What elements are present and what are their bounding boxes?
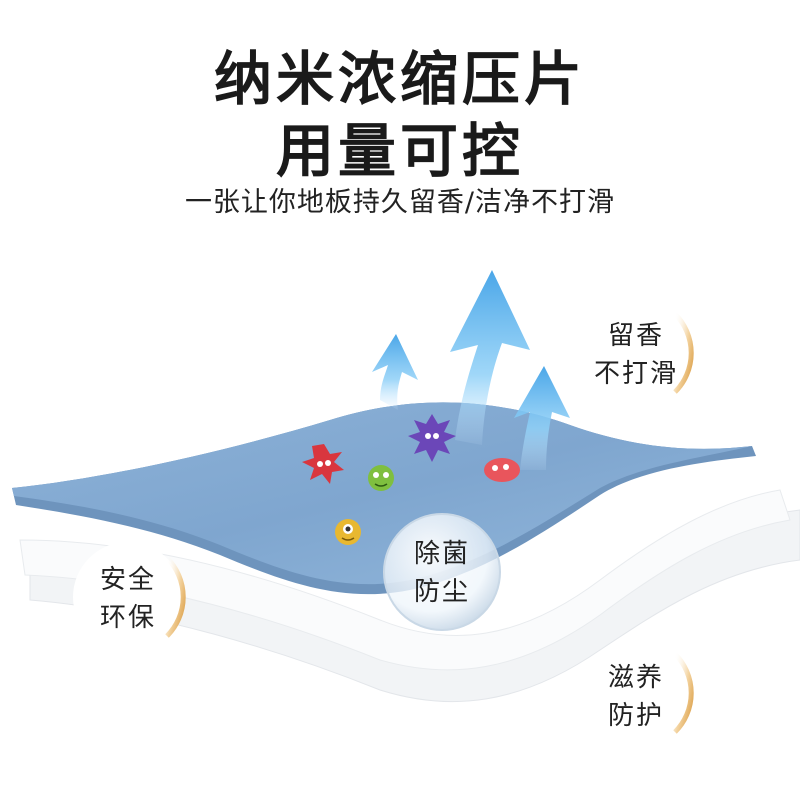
blue-compressed-sheet <box>12 402 756 595</box>
feature-safe-line2: 环保 <box>99 603 156 633</box>
feature-badge-antibacterial <box>383 513 501 631</box>
feature-safe-line1: 安全 <box>99 565 156 595</box>
feature-nourish-line2: 防护 <box>607 701 664 731</box>
feature-badge-nourish <box>581 638 694 748</box>
headline-subtitle: 一张让你地板持久留香/洁净不打滑 <box>184 187 616 218</box>
bacteria-purple-icon <box>408 414 456 462</box>
feature-fragrance-line2: 不打滑 <box>593 359 678 389</box>
arrow-up-icon <box>372 270 570 470</box>
bacteria-pink-icon <box>484 458 520 482</box>
headline-line2: 用量可控 <box>275 117 524 185</box>
feature-antibacterial-line1: 除菌 <box>413 539 470 569</box>
feature-badge-fragrance <box>581 298 694 408</box>
feature-fragrance-line1: 留香 <box>607 321 664 351</box>
bacteria-red-icon <box>302 444 344 484</box>
bacteria-yellow-icon <box>335 519 361 545</box>
bacteria-green-icon <box>368 465 394 491</box>
feature-badge-safe <box>73 542 186 652</box>
feature-nourish-line1: 滋养 <box>607 663 664 693</box>
feature-antibacterial-line2: 防尘 <box>413 577 470 607</box>
headline-line1: 纳米浓缩压片 <box>213 45 586 113</box>
